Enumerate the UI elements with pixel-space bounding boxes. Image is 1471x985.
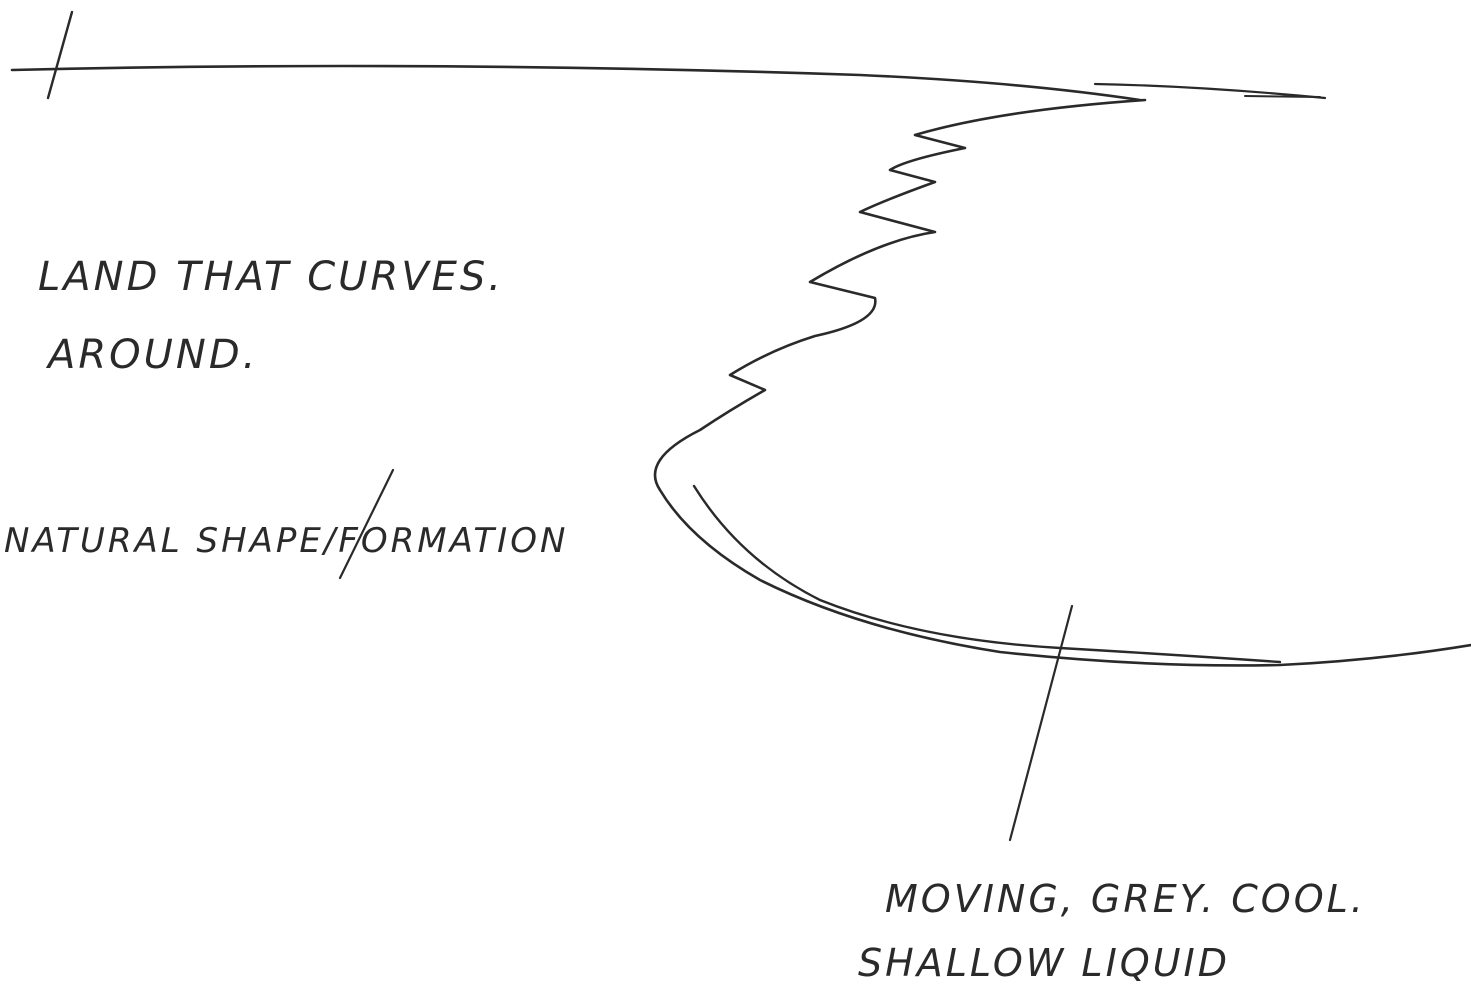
coastline-jagged xyxy=(655,100,1471,665)
land-note-line1: LAND THAT CURVES. xyxy=(38,254,504,300)
land-note-line2: AROUND. xyxy=(45,332,258,378)
natural-note: NATURAL SHAPE/FORMATION xyxy=(4,521,568,561)
liquid-pointer-line xyxy=(1010,606,1072,840)
horizon-line xyxy=(12,66,1140,100)
horizon-tick xyxy=(48,12,72,98)
inner-shoreline xyxy=(694,486,1280,662)
liquid-note-line2: SHALLOW LIQUID xyxy=(858,941,1230,985)
horizon-line-right-2 xyxy=(1245,96,1320,97)
liquid-note-line1: MOVING, GREY. COOL. xyxy=(885,877,1366,921)
